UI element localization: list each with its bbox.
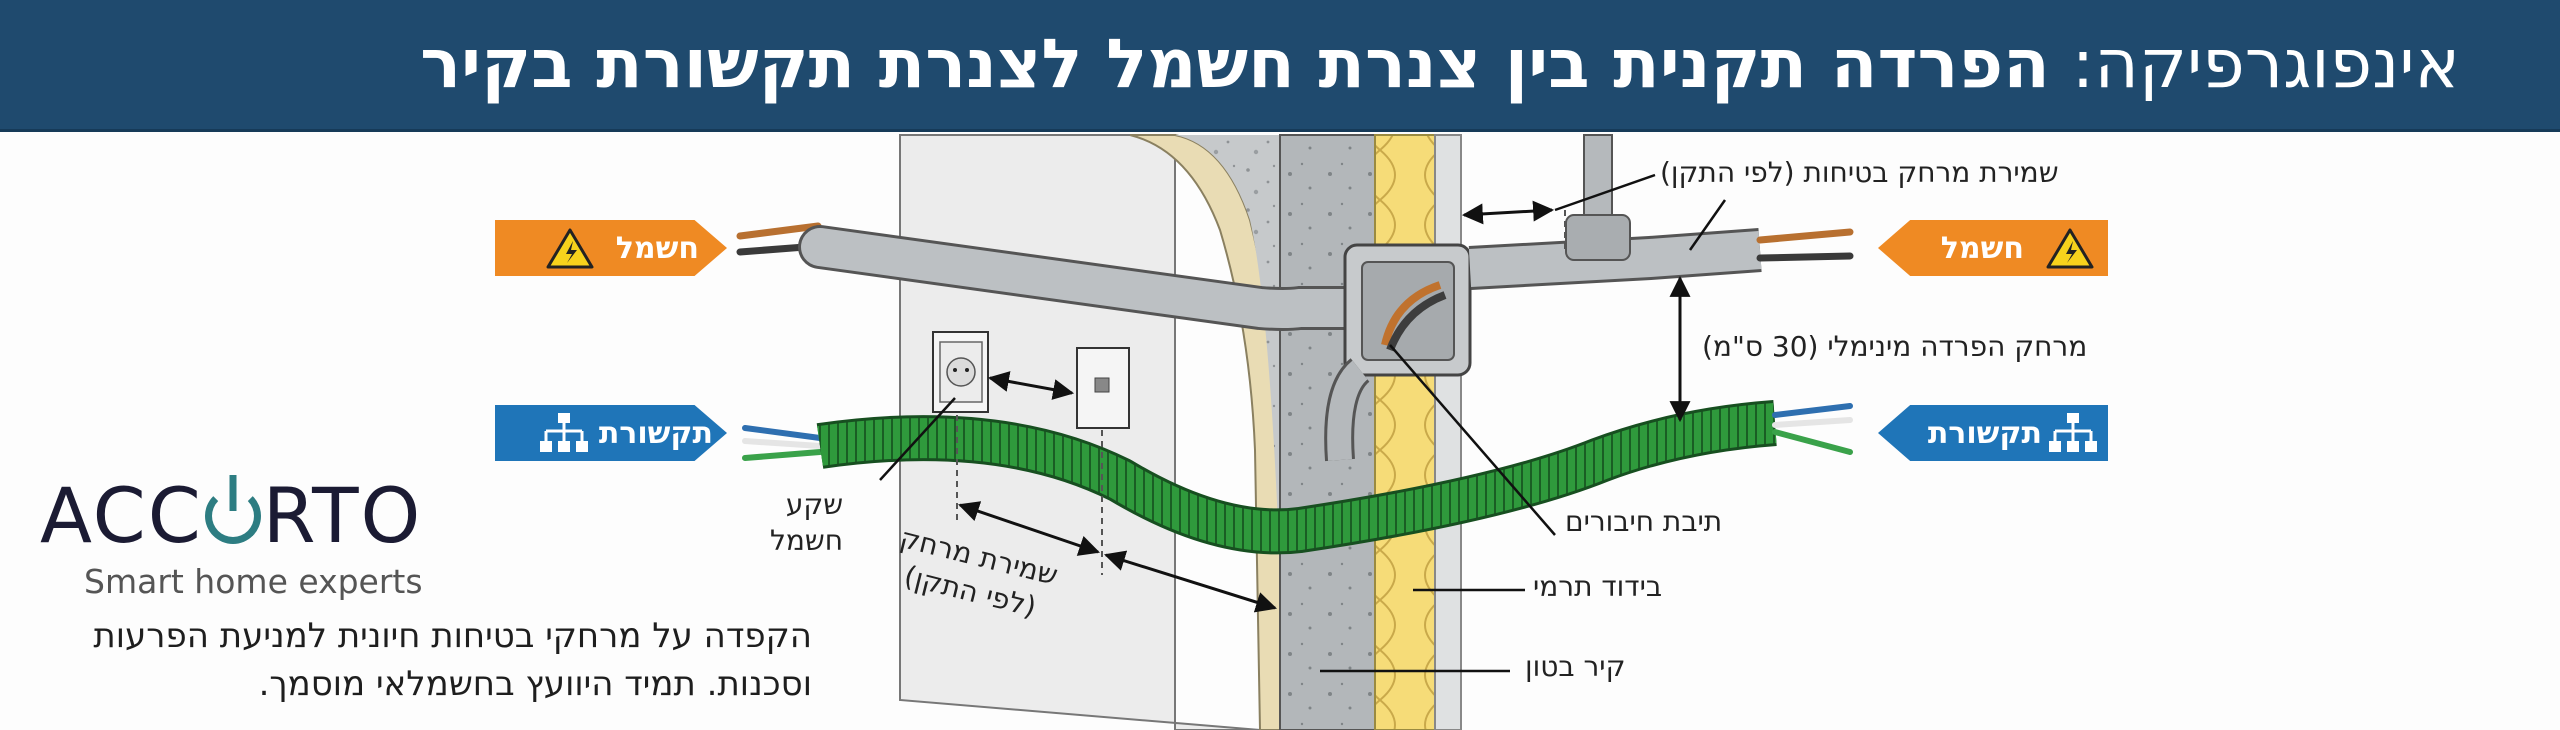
power-outlet [932,331,989,413]
safety-note-line2: וסכנות. תמיד היוועץ בחשמלאי מוסמך. [258,664,812,704]
junction-box-label: תיבת חיבורים [1565,505,1723,538]
safety-note-line1: הקפדה על מרחקי בטיחות חיונית למניעת הפרע… [93,616,812,656]
communication-tag-right: תקשורת [1878,405,2108,461]
outlet-label: שקע חשמל [770,487,843,559]
data-outlet [1076,347,1130,429]
safety-note: הקפדה על מרחקי בטיחות חיונית למניעת הפרע… [52,612,812,708]
title-prefix: אינפוגרפיקה: [2071,24,2460,104]
leader-lines [879,173,1727,673]
electric-tag-right: חשמל [1878,220,2108,276]
safety-distance-label: שמירת מרחק בטיחות (לפי התקן) [1660,156,2059,189]
electric-tag-left: חשמל [495,220,727,276]
electric-tag-right-label: חשמל [1940,230,2024,266]
brand-name: ACC RTO [40,471,423,560]
network-hierarchy-icon [2049,413,2097,452]
communication-tag-right-label: תקשורת [1927,415,2042,451]
outlet-label-line1: שקע [785,488,844,521]
thermal-insulation-layer [1374,134,1436,730]
communication-conduit [742,400,1853,555]
concrete-wall-label: קיר בטון [1525,650,1626,683]
outer-finish-layer [1434,134,1462,730]
concrete-front [1175,135,1285,730]
high-voltage-warning-icon [2046,228,2094,269]
accorto-logo: ACC RTO Smart home experts [40,471,423,602]
brand-tagline: Smart home experts [84,562,423,601]
page-title: אינפוגרפיקה: הפרדה תקנית בין צנרת חשמל ל… [420,30,2460,99]
high-voltage-warning-icon [546,228,594,269]
title-main: הפרדה תקנית בין צנרת חשמל לצנרת תקשורת ב… [420,24,2050,104]
electric-tag-left-label: חשמל [615,230,699,266]
communication-tag-left: תקשורת [495,405,727,461]
power-button-icon [204,488,261,544]
network-hierarchy-icon [539,413,588,452]
dimension-arrows [956,200,1691,613]
outlet-label-line2: חשמל [770,524,844,557]
header-banner: אינפוגרפיקה: הפרדה תקנית בין צנרת חשמל ל… [0,0,2560,132]
communication-tag-left-label: תקשורת [598,415,713,451]
electric-conduit [736,134,1854,462]
thermal-insulation-label: בידוד תרמי [1533,570,1663,603]
min-separation-label: מרחק הפרדה מינימלי (30 ס"מ) [1702,330,2088,363]
